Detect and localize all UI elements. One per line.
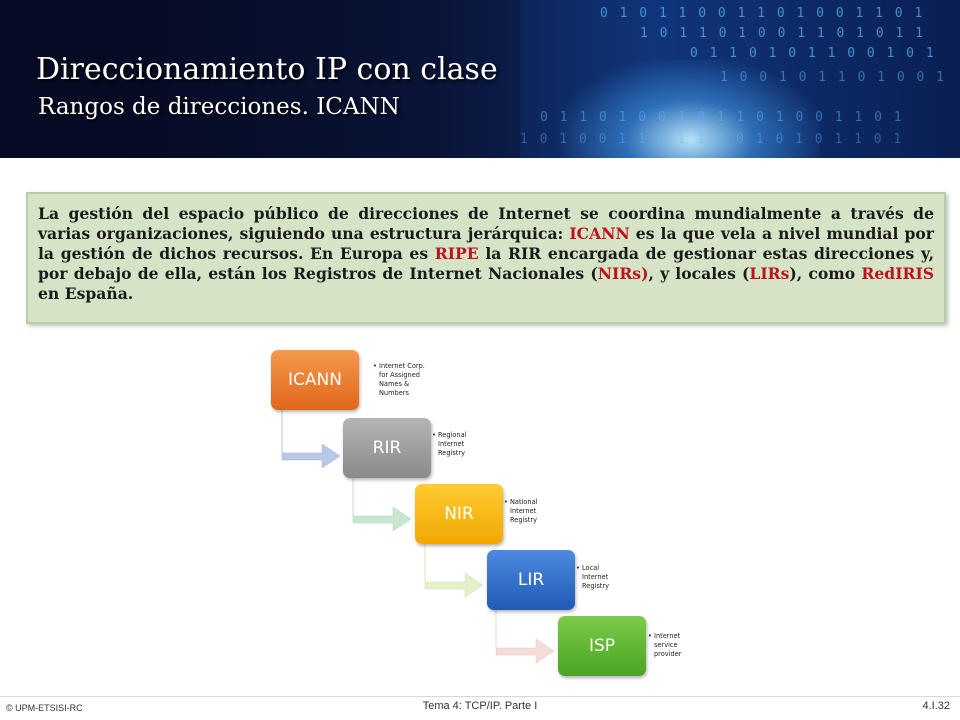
note-line: Registry: [582, 582, 609, 590]
slide-title: Direccionamiento IP con clase: [36, 52, 498, 87]
highlight-rediris: RedIRIS: [861, 264, 934, 283]
lir-box: LIR: [487, 550, 575, 610]
binary-decoration: 0 1 0 1 1 0 0 1 1 0 1 0 0 1 1 0 1: [600, 6, 925, 21]
note-line: Internet: [654, 632, 681, 640]
nir-box: NIR: [415, 484, 503, 544]
note-line: Names &: [379, 380, 410, 388]
binary-decoration: 1 0 0 1 0 1 1 0 1 0 0 1: [720, 70, 947, 85]
binary-decoration: 0 1 1 0 1 0 0 1 0 1 1 0 1 0 0 1 1 0 1: [540, 110, 904, 125]
binary-decoration: 1 0 1 1 0 1 0 0 1 1 0 1 0 1 1: [640, 26, 925, 41]
banner-shade: [0, 0, 520, 158]
info-text: , y locales (: [648, 264, 750, 283]
info-box: La gestión del espacio público de direcc…: [26, 192, 946, 324]
bullet-dot: •: [432, 431, 436, 439]
slide-subtitle: Rangos de direcciones. ICANN: [38, 94, 400, 120]
nir-label: NIR: [444, 504, 474, 524]
note-line: provider: [654, 650, 682, 658]
binary-decoration: 0 1 1 0 1 0 1 1 0 0 1 0 1: [690, 46, 936, 61]
isp-label: ISP: [588, 636, 616, 656]
connector-rir-nir: [352, 477, 412, 532]
connector-icann-rir: [281, 408, 341, 469]
info-text: ), como: [789, 264, 862, 283]
footer-page-number: 4.I.32: [922, 700, 950, 712]
note-line: Local: [582, 564, 600, 572]
highlight-lirs: LIRs: [749, 264, 790, 283]
note-line: Registry: [510, 516, 537, 524]
footer-copyright: © UPM-ETSISI-RC: [6, 703, 83, 713]
binary-decoration: 1 0 1 0 0 1 1 0 1 1 0 0 1 0 1 0 1 1 0 1: [520, 132, 904, 147]
connector-lir-isp: [495, 608, 555, 664]
bullet-dot: •: [648, 632, 652, 640]
footer-course: Tema 4: TCP/IP. Parte I: [422, 700, 538, 712]
note-line: Regional: [438, 431, 467, 439]
note-line: Numbers: [379, 389, 409, 397]
lir-note: • Local Internet Registry: [576, 564, 609, 591]
highlight-nirs: NIRs): [597, 264, 649, 283]
rir-note: • Regional Internet Registry: [432, 431, 467, 458]
info-text: en España.: [38, 284, 134, 303]
header-banner: 0 1 0 1 1 0 0 1 1 0 1 0 0 1 1 0 1 1 0 1 …: [0, 0, 960, 158]
note-line: Internet Corp.: [379, 362, 425, 370]
bullet-dot: •: [504, 498, 508, 506]
lir-label: LIR: [517, 570, 545, 590]
note-line: Internet: [510, 507, 537, 515]
bullet-dot: •: [576, 564, 580, 572]
icann-label: ICANN: [288, 370, 342, 390]
nir-note: • National Internet Registry: [504, 498, 538, 525]
isp-box: ISP: [558, 616, 646, 676]
highlight-icann: ICANN: [569, 224, 630, 243]
icann-box: ICANN: [271, 350, 359, 410]
info-text: es la que vela a nivel mundial por la ge…: [38, 224, 934, 263]
rir-box: RIR: [343, 418, 431, 478]
info-text: la RIR encargada de gestionar estas dire…: [38, 244, 934, 283]
info-text: La gestión del espacio público de direcc…: [38, 204, 934, 243]
info-paragraph: La gestión del espacio público de direcc…: [38, 204, 934, 304]
footer-divider: [0, 696, 960, 697]
note-line: for Assigned: [379, 371, 420, 379]
note-line: Internet: [582, 573, 609, 581]
bullet-dot: •: [373, 362, 377, 370]
rir-label: RIR: [372, 438, 402, 458]
note-line: Registry: [438, 449, 465, 457]
note-line: service: [654, 641, 678, 649]
isp-note: • Internet service provider: [648, 632, 682, 659]
note-line: Internet: [438, 440, 465, 448]
icann-note: • Internet Corp. for Assigned Names & Nu…: [373, 362, 425, 398]
connector-nir-lir: [424, 542, 484, 598]
banner-glow: [560, 60, 820, 158]
highlight-ripe: RIPE: [434, 244, 479, 263]
note-line: National: [510, 498, 538, 506]
